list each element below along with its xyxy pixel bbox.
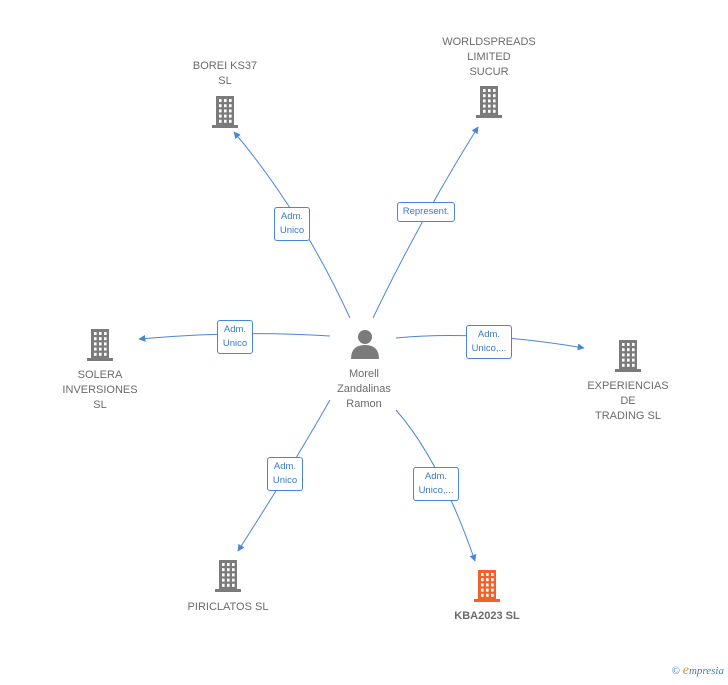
node-label-piriclatos[interactable]: PIRICLATOS SL <box>187 601 269 613</box>
node-label-solera[interactable]: SOLERA INVERSIONES SL <box>62 369 138 411</box>
edge-label-borei[interactable]: Adm. Unico <box>273 207 311 241</box>
edge-worldspreads <box>372 126 479 319</box>
building-icon[interactable] <box>615 340 641 372</box>
building-icon[interactable] <box>87 329 113 361</box>
edge-label-experiencias[interactable]: Adm. Unico,... <box>465 325 513 359</box>
edge-label-piriclatos[interactable]: Adm. Unico <box>266 457 304 491</box>
node-label-kba[interactable]: KBA2023 SL <box>454 610 520 622</box>
brand-logo-text: mpresia <box>688 665 724 677</box>
building-icon[interactable] <box>215 560 241 592</box>
edge-label-kba[interactable]: Adm. Unico,... <box>412 467 460 501</box>
node-label-worldspreads[interactable]: WORLDSPREADS LIMITED SUCUR <box>442 36 536 78</box>
node-label-borei[interactable]: BOREI KS37 SL <box>192 60 258 87</box>
center-person-label[interactable]: Morell Zandalinas Ramon <box>337 368 391 410</box>
building-icon[interactable] <box>212 96 238 128</box>
brand-logo-letter: e <box>682 663 689 678</box>
building-icon[interactable] <box>476 86 502 118</box>
building-icon[interactable] <box>474 570 500 602</box>
node-label-experiencias[interactable]: EXPERIENCIAS DE TRADING SL <box>587 380 669 422</box>
copyright-icon: © <box>671 665 680 677</box>
brand-footer: © empresia <box>672 663 724 679</box>
edge-label-solera[interactable]: Adm. Unico <box>216 320 254 354</box>
person-icon[interactable] <box>351 330 379 359</box>
edge-label-worldspreads[interactable]: Represent. <box>396 202 456 222</box>
